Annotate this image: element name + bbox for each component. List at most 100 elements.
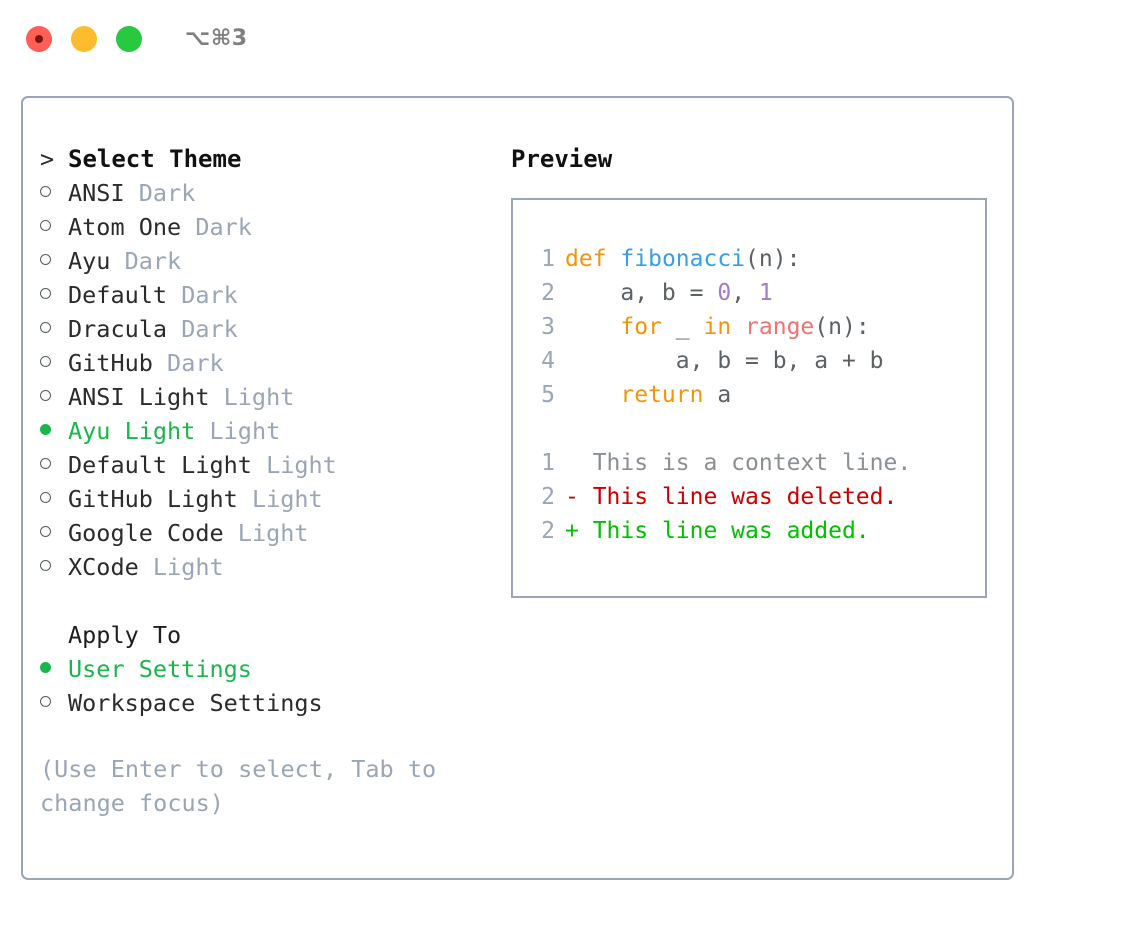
theme-name-kind-space [238,482,252,516]
theme-name-kind-space [153,346,167,380]
code-token-plain: (n): [814,314,870,340]
theme-name-kind-space [224,516,238,550]
code-token-kw: def [565,246,607,272]
select-theme-header: > Select Theme [40,142,493,176]
theme-kind-badge: Light [266,451,337,479]
theme-list-item[interactable]: ANSI Light Light [40,380,493,414]
code-token-plain: a, b = b, a + b [565,348,884,374]
diff-marker: + [565,518,593,544]
keyboard-hint: (Use Enter to select, Tab to change focu… [40,755,437,817]
theme-kind-badge: Light [237,519,309,547]
diff-text: This line was deleted. [592,484,898,510]
radio-dot [40,492,51,503]
radio-dot [40,424,51,435]
code-token-kw: return [620,382,704,408]
theme-name: Atom One [68,213,182,241]
apply-to-item[interactable]: User Settings [40,652,493,686]
theme-name-kind-space [252,448,266,482]
theme-list-item[interactable]: Google Code Light [40,516,493,550]
code-token-plain [731,314,745,340]
theme-list-item[interactable]: GitHub Light Light [40,482,493,516]
diff-line-number: 1 [541,450,555,476]
page-title: Select Theme [68,145,242,173]
code-token-plain [565,314,620,340]
code-token-plain [565,382,620,408]
theme-name: XCode [68,553,139,581]
theme-name-kind-space [139,550,153,584]
apply-to-label: Apply To [68,621,182,649]
radio-dot [40,662,51,673]
diff-line-number: 2 [541,484,555,510]
code-token-plain: a [703,382,732,408]
code-token-plain: a, b = [565,280,718,306]
radio-dot [40,390,51,401]
radio-dot [40,356,51,367]
theme-list-item[interactable]: XCode Light [40,550,493,584]
theme-name: GitHub [68,349,153,377]
theme-list-item[interactable]: GitHub Dark [40,346,493,380]
theme-name: Google Code [68,519,224,547]
code-token-bi: range [745,314,815,340]
diff-marker [565,450,593,476]
theme-list-item[interactable]: Atom One Dark [40,210,493,244]
theme-kind-badge: Dark [181,315,238,343]
radio-dot [40,186,51,197]
theme-name-kind-space [110,244,124,278]
code-line: 2 a, b = 0, 1 [531,276,985,310]
theme-name-kind-space [167,312,181,346]
theme-name: Ayu Light [68,417,196,445]
theme-kind-badge: Dark [195,213,252,241]
theme-name: ANSI Light [68,383,210,411]
theme-kind-badge: Light [251,485,323,513]
diff-line-number: 2 [541,518,555,544]
code-line-number: 1 [541,246,555,272]
theme-list-item[interactable]: Ayu Light Light [40,414,493,448]
diff-line: 2- This line was deleted. [531,480,985,514]
theme-name: Dracula [68,315,168,343]
apply-to-item[interactable]: Workspace Settings [40,686,493,720]
diff-line: 1 This is a context line. [531,446,985,480]
close-window-icon[interactable] [26,26,52,52]
radio-dot [40,220,51,231]
diff-line: 2+ This line was added. [531,514,985,548]
radio-dot [40,458,51,469]
theme-list-item[interactable]: ANSI Dark [40,176,493,210]
code-token-kw: in [703,314,732,340]
diff-marker: - [565,484,593,510]
code-token-plain: _ [661,314,704,340]
theme-name-kind-space [209,380,223,414]
maximize-window-icon[interactable] [116,26,142,52]
diff-preview: 1 This is a context line.2- This line wa… [531,446,985,548]
theme-name: GitHub Light [68,485,238,513]
minimize-window-icon[interactable] [71,26,97,52]
theme-name-kind-space [167,278,181,312]
code-line: 5 return a [531,378,985,412]
apply-to-marker-spacer [40,618,68,652]
theme-kind-badge: Light [152,553,224,581]
code-token-plain [607,246,621,272]
prompt-marker-icon: > [40,145,55,173]
theme-list-item[interactable]: Ayu Dark [40,244,493,278]
theme-list-item[interactable]: Dracula Dark [40,312,493,346]
radio-dot [40,288,51,299]
theme-kind-badge: Dark [138,179,196,207]
code-token-num: 0 [717,280,732,306]
code-line: 3 for _ in range(n): [531,310,985,344]
radio-dot [40,526,51,537]
code-token-plain: , [731,280,759,306]
window-controls [26,26,142,52]
theme-list-item[interactable]: Default Dark [40,278,493,312]
theme-list-item[interactable]: Default Light Light [40,448,493,482]
theme-name-kind-space [181,210,195,244]
code-token-kw: for [620,314,662,340]
theme-name-kind-space [195,414,209,448]
theme-kind-badge: Dark [181,281,238,309]
